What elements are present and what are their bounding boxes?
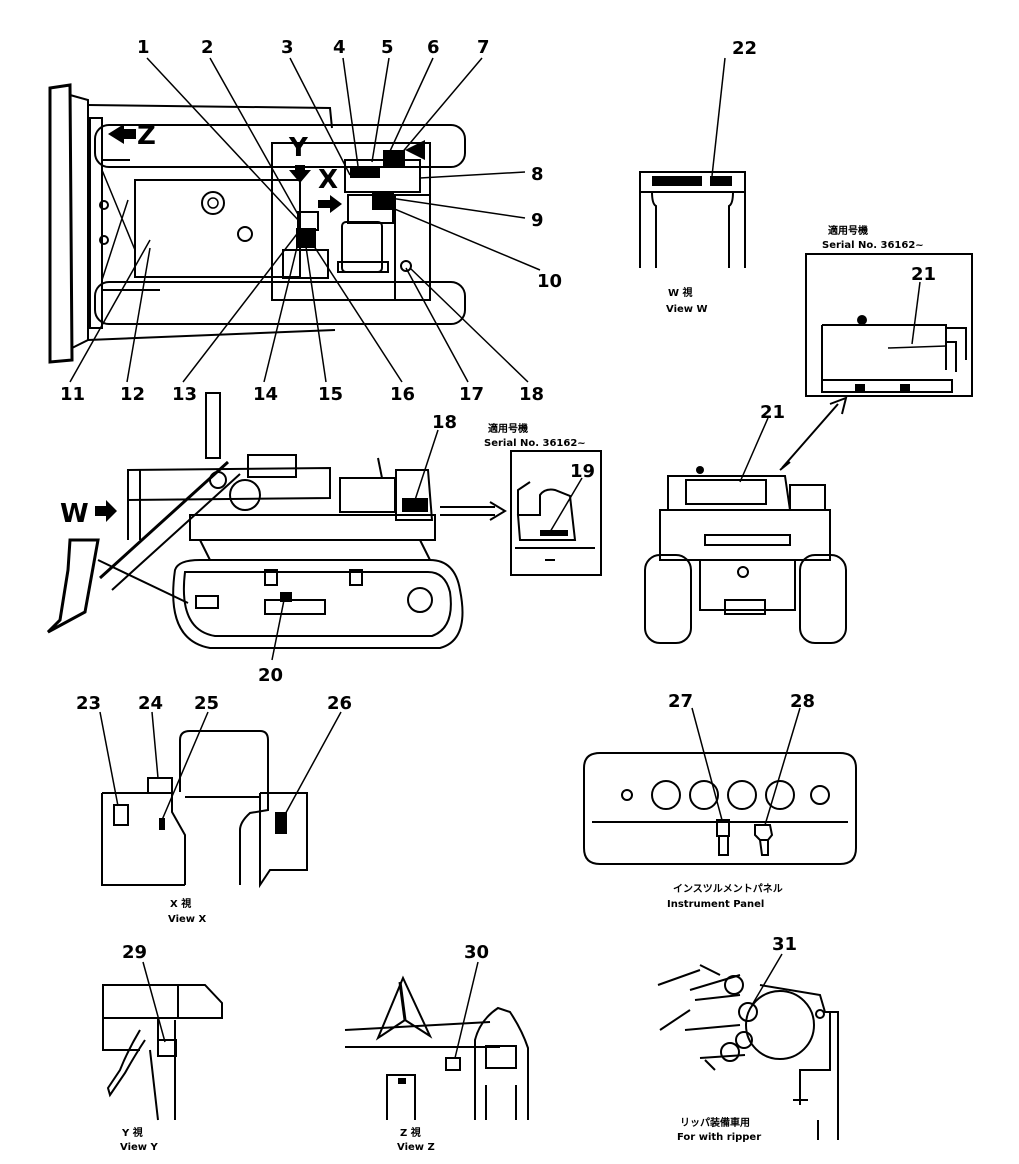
- view-arrow-w-label: W: [60, 499, 89, 529]
- view-x-caption-jp: X 視: [170, 897, 191, 910]
- callout-6: 6: [427, 37, 440, 58]
- view-y-drawing: [102, 961, 223, 1121]
- panel-caption-en: Instrument Panel: [667, 899, 764, 910]
- callout-19: 18: [432, 412, 457, 433]
- callout-16: 16: [390, 384, 415, 405]
- view-y-caption-jp: Y 視: [121, 1126, 143, 1139]
- callout-2: 2: [201, 37, 214, 58]
- callout-19-inset: 19: [570, 461, 595, 482]
- callout-21: 21: [760, 402, 785, 423]
- view-arrow-y-label: Y: [288, 133, 309, 163]
- instrument-panel-drawing: [583, 707, 857, 865]
- callout-10: 10: [537, 271, 562, 292]
- callout-7: 7: [477, 37, 490, 58]
- callout-30: 30: [464, 942, 489, 963]
- top-view-leader-lines: [69, 57, 541, 383]
- callout-18: 18: [519, 384, 544, 405]
- callout-13: 13: [172, 384, 197, 405]
- rear-serial-note-en: Serial No. 36162~: [822, 240, 924, 251]
- view-y-caption-en: View Y: [120, 1142, 158, 1153]
- view-arrow-x-label: X: [318, 165, 338, 195]
- callout-25: 25: [194, 693, 219, 714]
- view-z-caption-jp: Z 視: [400, 1126, 421, 1139]
- callout-12: 12: [120, 384, 145, 405]
- callout-8: 8: [531, 164, 544, 185]
- view-x-caption-en: View X: [168, 914, 206, 925]
- callout-20: 20: [258, 665, 283, 686]
- callout-27: 27: [668, 691, 693, 712]
- side-serial-note-en: Serial No. 36162~: [484, 438, 586, 449]
- callout-14: 14: [253, 384, 278, 405]
- callout-22: 22: [732, 38, 757, 59]
- panel-caption-jp: インスツルメントパネル: [673, 883, 783, 895]
- view-z-drawing: [344, 961, 529, 1120]
- rear-detail-inset: [805, 253, 973, 397]
- callout-17: 17: [459, 384, 484, 405]
- callout-5: 5: [381, 37, 394, 58]
- callout-11: 11: [60, 384, 85, 405]
- ripper-caption-jp: リッパ装備車用: [680, 1116, 750, 1129]
- callout-1: 1: [137, 37, 150, 58]
- callout-4: 4: [333, 37, 346, 58]
- callout-26: 26: [327, 693, 352, 714]
- view-z-caption-en: View Z: [397, 1142, 435, 1153]
- view-arrow-z-label: Z: [137, 121, 156, 151]
- callout-23: 23: [76, 693, 101, 714]
- callout-3: 3: [281, 37, 294, 58]
- ripper-caption-en: For with ripper: [677, 1132, 761, 1143]
- ripper-detail-drawing: [657, 953, 839, 1140]
- side-view-drawing: [46, 392, 507, 649]
- view-w-caption-jp: W 視: [668, 286, 693, 299]
- detail-arrow: [779, 396, 848, 471]
- side-detail-inset: [510, 450, 602, 576]
- callout-31: 31: [772, 934, 797, 955]
- side-serial-note-jp: 適用号機: [488, 422, 528, 435]
- leader-20: [271, 599, 285, 661]
- callout-24: 24: [138, 693, 163, 714]
- top-view-drawing: [48, 83, 466, 364]
- view-w-drawing: [639, 57, 746, 268]
- leader-19: [414, 429, 439, 501]
- callout-15: 15: [318, 384, 343, 405]
- view-x-drawing: [99, 711, 342, 889]
- callout-9: 9: [531, 210, 544, 231]
- callout-21-inset: 21: [911, 264, 936, 285]
- callout-29: 29: [122, 942, 147, 963]
- rear-view-drawing: [644, 417, 847, 644]
- callout-28: 28: [790, 691, 815, 712]
- rear-serial-note-jp: 適用号機: [828, 224, 868, 237]
- view-w-caption-en: View W: [666, 304, 708, 315]
